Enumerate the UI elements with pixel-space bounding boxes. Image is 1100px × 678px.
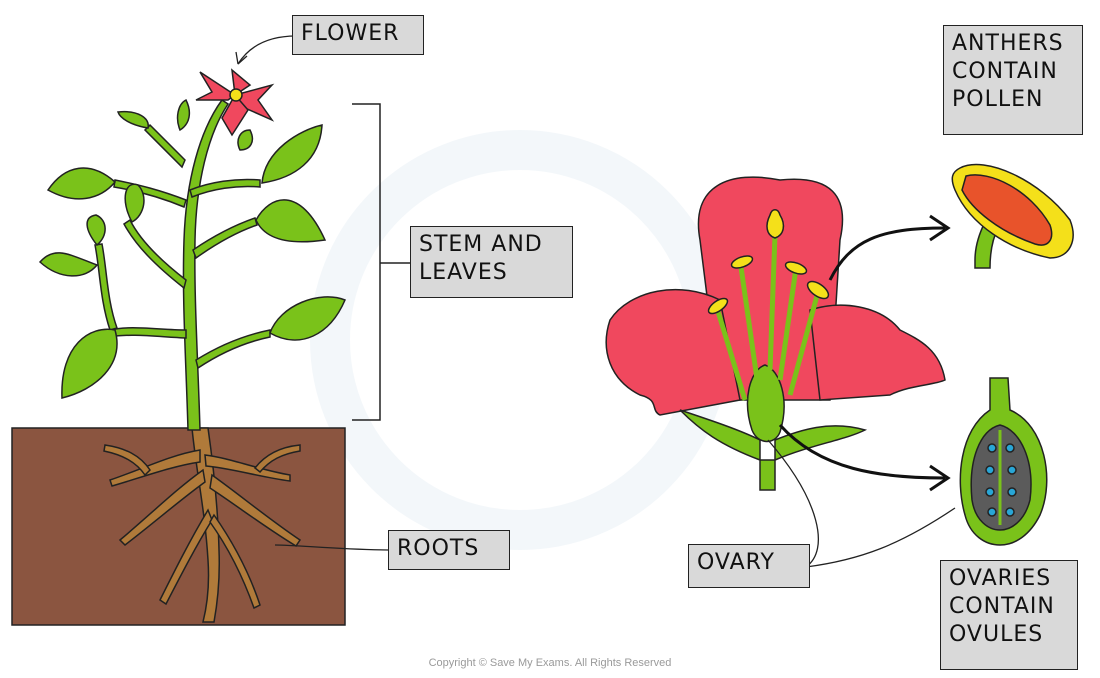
ovaries-note-line-3: OVULES xyxy=(949,622,1044,647)
ovary-closeup xyxy=(959,377,1048,546)
ovary-closeup-pointer xyxy=(805,507,956,568)
leaves xyxy=(38,98,346,399)
stem-leaves-label: STEM AND LEAVES xyxy=(410,226,573,298)
flower-label: FLOWER xyxy=(292,15,424,55)
ovaries-note: OVARIES CONTAIN OVULES xyxy=(940,560,1078,670)
roots-label: ROOTS xyxy=(388,530,510,570)
anther-closeup xyxy=(951,163,1074,269)
ovary-pointer xyxy=(767,439,819,568)
stem-leaves-bracket xyxy=(352,103,415,421)
large-flower xyxy=(605,176,946,491)
small-flower xyxy=(195,68,275,137)
stem xyxy=(94,98,271,431)
ovaries-note-line-1: OVARIES xyxy=(949,566,1052,591)
stem-leaves-line-2: LEAVES xyxy=(419,260,508,285)
copyright-text: Copyright © Save My Exams. All Rights Re… xyxy=(428,657,672,669)
ovaries-note-line-2: CONTAIN xyxy=(949,594,1055,619)
anthers-note-line-2: CONTAIN xyxy=(952,59,1058,84)
anthers-note-line-3: POLLEN xyxy=(952,87,1044,112)
flower-arrow xyxy=(237,35,297,65)
soil xyxy=(11,427,346,626)
ovary-arrow xyxy=(778,424,946,480)
anthers-note: ANTHERS CONTAIN POLLEN xyxy=(943,25,1083,135)
stem-leaves-line-1: STEM AND xyxy=(419,232,543,257)
anthers-note-line-1: ANTHERS xyxy=(952,31,1064,56)
ovary-label: OVARY xyxy=(688,544,810,588)
anther-arrow xyxy=(828,226,946,281)
roots-pointer xyxy=(274,544,396,551)
